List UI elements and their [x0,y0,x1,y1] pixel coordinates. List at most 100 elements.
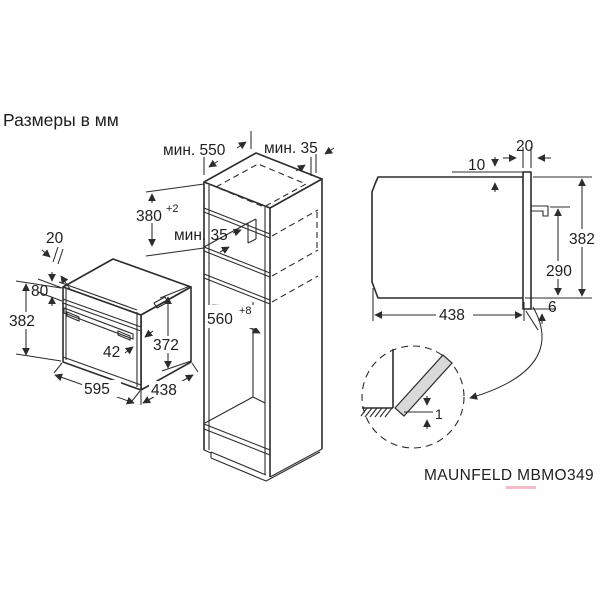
dim-tick [52,246,59,263]
cabinet-shelf-front-line-2 [203,277,271,305]
side-door-ajar-line [525,310,539,331]
cabinet-dim-min-top-gap: мин. 35 [264,140,335,176]
dim-arrow [41,249,51,258]
oven-dim-handle-clearance: 42 [103,329,154,361]
label-bg [149,381,189,397]
dim-arrow [295,164,306,173]
oven-dim-total-height: 382 [8,280,62,362]
cabinet-plinth-top [210,451,267,476]
detail-floor-hatching [360,407,393,418]
cabinet-dim-niche-height: 380 +2 [134,183,205,257]
dim-ext [145,183,205,193]
cabinet-floor-left-edge [204,396,254,424]
label-bg [544,261,577,279]
label-bg [568,229,598,247]
side-dim-body-depth: 438 [372,288,525,324]
cabinet-dim-560-label: 560 [207,311,233,328]
dim-arrow [144,329,154,338]
side-door [522,171,532,310]
dim-ext [37,278,63,289]
side-dim-6-label: 6 [548,299,557,316]
side-dim-290-label: 290 [546,263,572,280]
oven-panel-line-2 [62,302,142,332]
oven-dim-372-label: 372 [153,337,179,354]
dim-ext [145,247,205,257]
page-title: Размеры в мм [3,110,119,130]
dim-ext [161,360,192,372]
side-dim-438-label: 438 [439,307,465,324]
cabinet-dim-560-tolerance: +8 [239,305,252,317]
cabinet-hidden-edge-1 [271,209,319,237]
detail-open-door [394,354,453,417]
side-dim-door-thickness: 20 [503,138,551,168]
side-dim-top-clearance: 10 [468,157,499,192]
label-bg [8,312,41,329]
dim-arrow [219,246,230,254]
dim-ext [191,362,199,373]
cabinet-floor-back-edge [252,396,266,404]
cabinet-dim-380-label: 380 [136,208,162,225]
oven-dim-438-label: 438 [151,382,177,399]
label-bg [205,305,259,328]
cabinet-dim-min-rear-gap: мин. 35 [174,227,242,254]
oven-dim-382-label: 382 [9,313,35,330]
label-bg [151,336,186,353]
cabinet-dim-niche-width: 560 +8 [205,304,261,334]
label-bg [436,306,473,323]
dim-arrow [236,141,247,150]
cabinet-dim-35-top-label: мин. 35 [264,140,318,157]
side-dim-10-label: 10 [468,157,486,174]
oven-dim-80-label: 80 [31,283,49,300]
dim-arrow [208,159,219,168]
cabinet-dim-550-label: мин. 550 [163,142,226,159]
oven-dim-20-label: 20 [46,230,64,247]
oven-isometric-view: 20 80 382 42 [8,230,199,405]
dim-tick [57,248,64,265]
dim-arrow [60,275,71,290]
cabinet-bottom-line-1 [203,423,271,451]
oven-dim-width: 595 [53,362,141,405]
cabinet-shelf-left-edge [203,222,249,248]
dim-ext [53,362,63,374]
cabinet-plinth-right-edge [265,451,321,482]
cabinet-top-dashed-inset [214,163,308,208]
side-dim-handle-height: 290 [544,206,577,296]
dim-arrow [232,228,242,237]
cabinet-dim-min-depth: мин. 550 [163,131,252,175]
side-dim-20-label: 20 [516,138,534,155]
cabinet-bottom-line-2 [203,428,271,456]
oven-dim-42-label: 42 [103,344,120,361]
cabinet-dim-380-tolerance: +2 [166,203,179,215]
side-dim-382-label: 382 [569,231,595,248]
dim-ext [15,353,62,362]
cabinet-hidden-edge-2 [271,249,319,277]
label-bg [82,380,121,397]
side-view: 10 20 382 290 [371,138,598,400]
side-dim-bottom-clearance: 6 [531,299,557,324]
cabinet-post-foot [203,449,212,454]
dim-arrow [124,346,134,355]
cabinet-isometric-view: мин. 550 мин. 35 380 +2 мин. 35 [134,131,335,482]
cabinet-shelf-front-line-1 [203,273,271,301]
cabinet-dim-35-mid-label: мин. 35 [174,227,228,244]
oven-handle-bar [63,307,134,340]
cabinet-plinth-bottom [210,457,267,482]
watermark-pink-mark [506,486,536,489]
cabinet-top-rail-line-2 [203,211,271,239]
dim-ext [15,280,62,289]
side-dim-total-height: 382 [525,176,598,299]
cabinet-shelf-line-1 [203,246,271,274]
oven-dim-595-label: 595 [84,381,110,398]
detail-leader-curve [469,306,543,400]
door-gap-detail: 1 [360,345,465,449]
cabinet-rear-gap-bottom [247,238,257,244]
oven-dim-body-height: 372 [151,285,192,372]
cabinet-right-bottom-edge [269,448,323,478]
dim-arrow [324,146,335,155]
label-bg [134,203,180,223]
oven-panel-line-1 [62,298,142,328]
cabinet-rear-gap-top [247,218,257,224]
dim-ext [131,390,141,402]
oven-dim-door-overhang: 20 [41,230,71,290]
